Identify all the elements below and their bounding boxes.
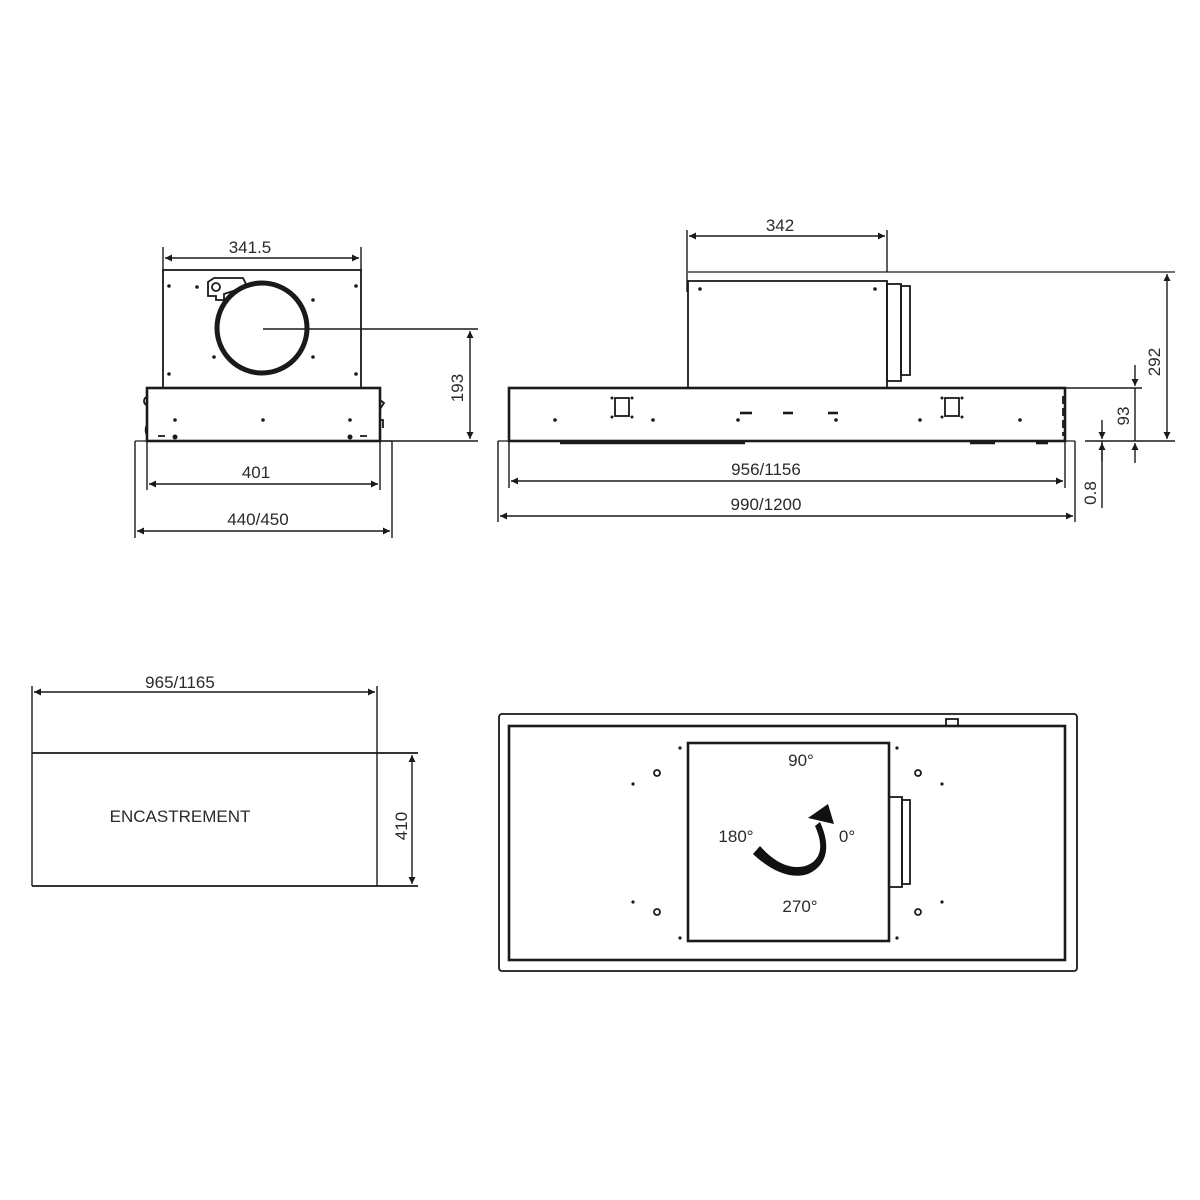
dim-cutout-depth: 410 [392, 812, 411, 840]
dim-side-body-height: 93 [1114, 407, 1133, 426]
rotation-arrow-icon [753, 804, 834, 876]
cutout-label: ENCASTREMENT [110, 807, 251, 826]
dim-side-total-width: 990/1200 [731, 495, 802, 514]
cutout-view: 965/1165 ENCASTREMENT 410 [31, 673, 418, 887]
dim-side-motor-width: 342 [766, 216, 794, 235]
front-view: 341.5 193 [134, 238, 478, 538]
dim-front-body-width: 401 [242, 463, 270, 482]
side-view: 342 956 [497, 216, 1175, 522]
top-view: 90° 180° 0° 270° [498, 713, 1078, 972]
dim-front-cutout-width: 440/450 [227, 510, 288, 529]
dim-side-body-width: 956/1156 [731, 460, 801, 479]
angle-0-label: 0° [839, 827, 855, 846]
dim-side-total-height: 292 [1145, 348, 1164, 376]
angle-180-label: 180° [718, 827, 753, 846]
angle-270-label: 270° [782, 897, 817, 916]
dim-front-width-top: 341.5 [229, 238, 272, 257]
dim-cutout-width: 965/1165 [145, 673, 215, 692]
dim-side-glass-thickness: 0.8 [1081, 481, 1100, 505]
angle-90-label: 90° [788, 751, 814, 770]
dim-front-outlet-height: 193 [448, 374, 467, 402]
